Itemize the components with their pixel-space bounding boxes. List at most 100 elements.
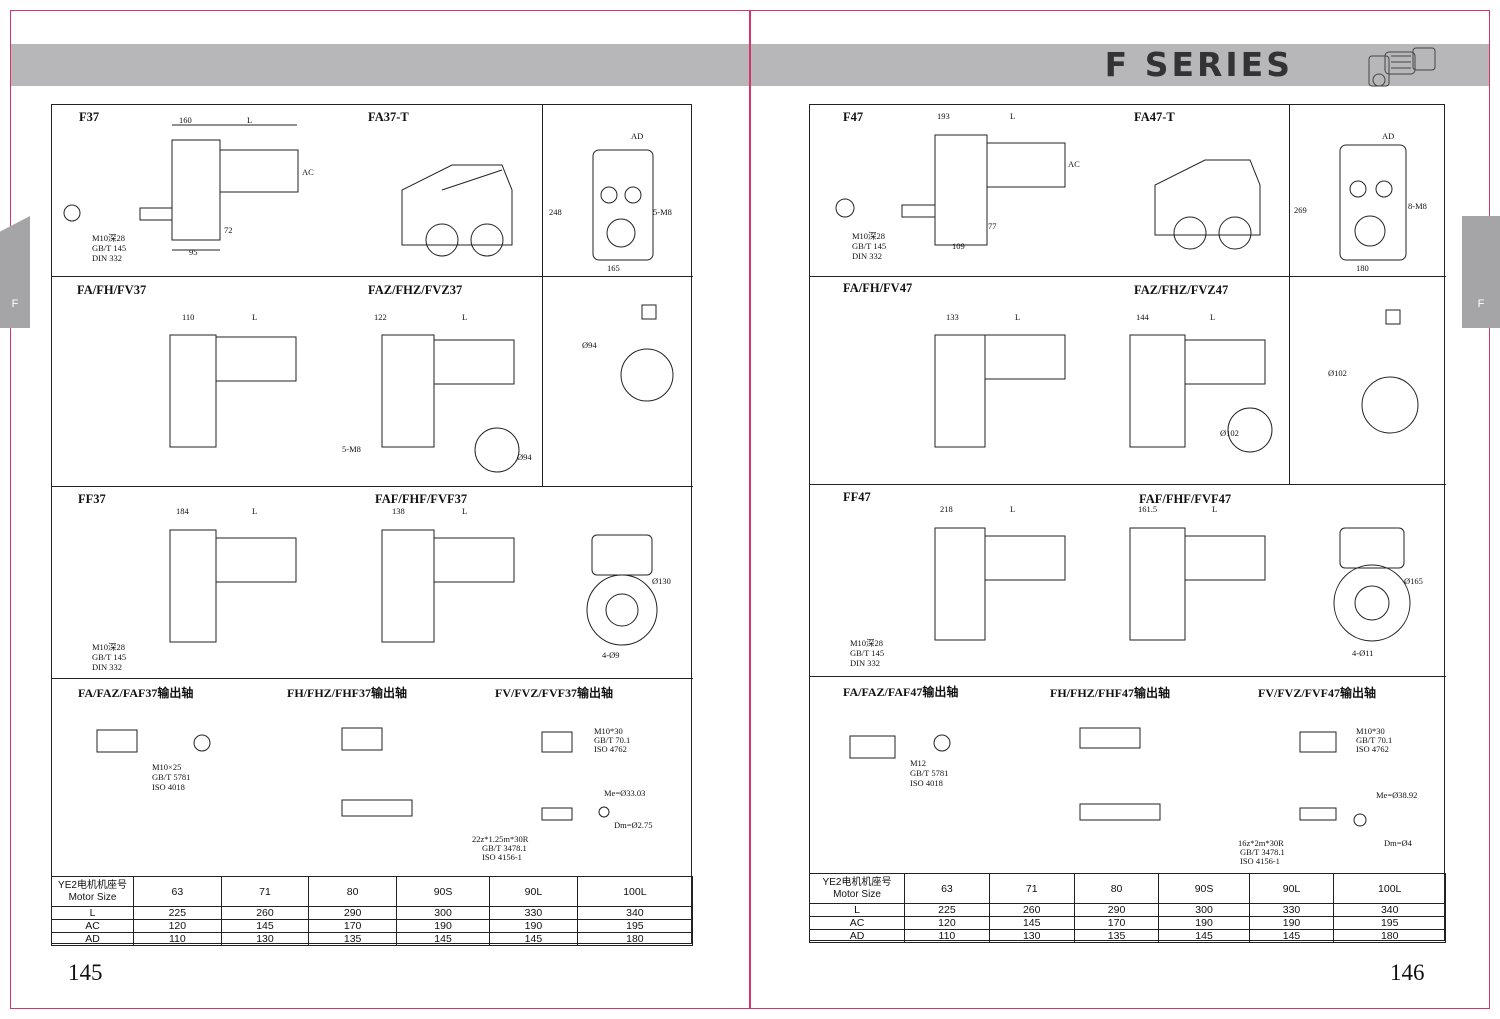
dim-l: L	[247, 115, 252, 125]
table-cell: 225	[904, 903, 990, 917]
table-header-en: Motor Size	[68, 891, 117, 903]
row-label: AD	[809, 929, 905, 943]
row-label: AC	[51, 919, 134, 933]
model-label-fa: FA/FH/FV47	[843, 281, 913, 295]
table-row: AD 110 130 135 145 145 180	[51, 932, 694, 946]
table-row: L 225 260 290 300 330 340	[51, 906, 694, 920]
grid-line	[1289, 276, 1446, 277]
model-label-faz: FAZ/FHZ/FVZ37	[368, 283, 463, 297]
dim-165: 165	[607, 263, 620, 273]
table-cell: 190	[1248, 916, 1335, 930]
table-row: AC 120 145 170 190 190 195	[809, 916, 1446, 930]
note-iso4018: ISO 4018	[152, 782, 185, 792]
note-gbt: GB/T 145	[92, 243, 126, 253]
table-cell: 195	[576, 919, 694, 933]
table-cell: 180	[1333, 929, 1446, 943]
note-thread: M10深28	[92, 233, 125, 243]
dim-l: L	[1210, 312, 1215, 322]
model-label-ff: FF37	[78, 492, 106, 506]
dim-110: 110	[182, 312, 194, 322]
dim-72: 72	[224, 225, 233, 235]
table-cell: 330	[1248, 903, 1335, 917]
note-gbt: GB/T 145	[92, 652, 126, 662]
dim-193: 193	[937, 111, 950, 121]
table-size-cell: 80	[1073, 873, 1160, 904]
table-cell: 290	[308, 906, 397, 920]
row-label: AD	[51, 932, 134, 946]
note-gbt70: GB/T 70.1	[594, 735, 630, 745]
dim-102: Ø102	[1328, 368, 1347, 378]
fa47-drawings: 133 L 144 L Ø102 Ø102	[934, 309, 1419, 453]
note-din: DIN 332	[850, 658, 880, 668]
model-label-faf: FAF/FHF/FVF47	[1139, 492, 1232, 506]
dim-94: Ø94	[582, 340, 597, 350]
table-size-cell: 63	[133, 876, 222, 907]
note-spline: 22z*1.25m*30R	[472, 834, 529, 844]
note-gbt5781: GB/T 5781	[152, 772, 190, 782]
dim-4d9: 4-Ø9	[602, 650, 619, 660]
table-cell: 145	[489, 932, 578, 946]
dim-94: Ø94	[517, 452, 532, 462]
note-thread: M10深28	[852, 231, 885, 241]
model-label-faf: FAF/FHF/FVF37	[375, 492, 468, 506]
page-number-left: 145	[68, 960, 103, 985]
f47-end-view: AD 269 180 8-M8	[1294, 131, 1427, 273]
right-page-border	[750, 10, 1490, 1009]
dim-144: 144	[1136, 312, 1150, 322]
note-gbt: GB/T 145	[850, 648, 884, 658]
dim-160: 160	[179, 115, 192, 125]
shaft-label-2: FH/FHZ/FHF37输出轴	[287, 686, 407, 700]
note-me: Me=Ø33.03	[604, 788, 645, 798]
model-label-ff: FF47	[843, 490, 871, 504]
table-cell: 340	[1333, 903, 1446, 917]
model-label-fa-t: FA37-T	[368, 110, 409, 124]
side-tab-label: F	[11, 298, 19, 310]
grid-line	[809, 276, 1289, 277]
grid-line	[542, 104, 543, 486]
note-thread: M10深28	[850, 638, 883, 648]
table-cell: 145	[988, 916, 1075, 930]
shaft-label-1: FA/FAZ/FAF47输出轴	[843, 685, 959, 699]
table-cell: 300	[1158, 903, 1250, 917]
dim-122: 122	[374, 312, 387, 322]
model-label-f: F37	[79, 110, 100, 124]
dim-ac: AC	[1068, 159, 1080, 169]
table-cell: 170	[308, 919, 397, 933]
note-iso4156: ISO 4156-1	[1240, 856, 1280, 866]
table-cell: 120	[904, 916, 990, 930]
dim-4d11: 4-Ø11	[1352, 648, 1373, 658]
motor-size-table-right: YE2电机机座号 Motor Size 63 71 80 90S 90L 100…	[809, 873, 1446, 943]
table-header-cn: YE2电机机座号	[58, 879, 127, 891]
dim-269: 269	[1294, 205, 1307, 215]
grid-line	[51, 678, 693, 679]
table-header-cell: YE2电机机座号 Motor Size	[51, 876, 134, 907]
table-cell: 340	[576, 906, 694, 920]
dim-133: 133	[946, 312, 959, 322]
dim-184: 184	[176, 506, 190, 516]
table-size-cell: 100L	[576, 876, 694, 907]
model-label-fa: FA/FH/FV37	[77, 283, 147, 297]
f37-end-view: AD 248 165 5-M8	[549, 131, 672, 273]
note-gbt5781: GB/T 5781	[910, 768, 948, 778]
table-size-cell: 90L	[1248, 873, 1335, 904]
ff37-drawings: 184 L 138 L M10深28 GB/T 145 DIN 332 Ø130…	[92, 506, 671, 672]
table-cell: 190	[1158, 916, 1250, 930]
note-m10x25: M10×25	[152, 762, 181, 772]
dim-138: 138	[392, 506, 405, 516]
table-cell: 145	[1248, 929, 1335, 943]
note-din: DIN 332	[852, 251, 882, 261]
dim-5m8: 5-M8	[342, 444, 361, 454]
note-dm: Dm=Ø4	[1384, 838, 1413, 848]
note-gbt: GB/T 145	[852, 241, 886, 251]
note-iso4018: ISO 4018	[910, 778, 943, 788]
table-cell: 260	[988, 903, 1075, 917]
row-label: L	[51, 906, 134, 920]
shaft-label-1: FA/FAZ/FAF37输出轴	[78, 686, 194, 700]
note-iso4762: ISO 4762	[594, 744, 627, 754]
fa37-drawings: 110 L 122 L Ø94 5-M8 Ø94	[169, 304, 674, 473]
side-tab-label: F	[1477, 298, 1485, 310]
left-side-tab: F	[0, 216, 30, 328]
table-cell: 195	[1333, 916, 1446, 930]
dim-ad: AD	[631, 131, 643, 141]
dim-77: 77	[988, 221, 997, 231]
